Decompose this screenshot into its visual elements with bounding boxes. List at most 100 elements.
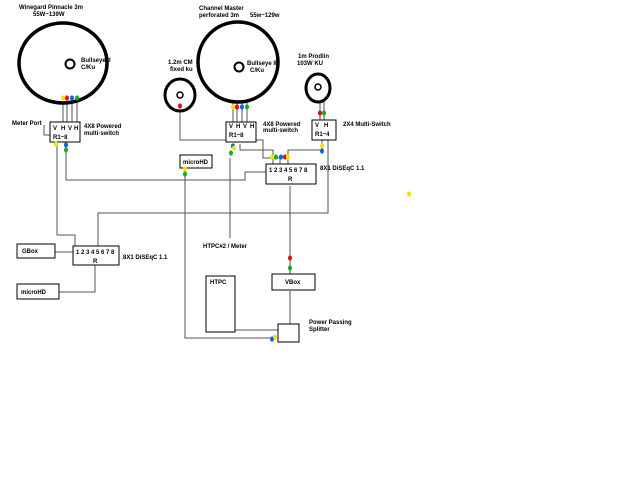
prodlin-spec: 103W KU: [297, 61, 323, 67]
left-multiswitch: [49, 121, 81, 143]
winegard-power: 55W~139W: [33, 12, 65, 18]
connector-dot-blue: [240, 104, 244, 110]
splitter-label-2: Splitter: [309, 327, 330, 333]
wire-microhd-mid: [184, 172, 270, 339]
htpc2-meter-label: HTPC#2 / Meter: [203, 244, 248, 250]
connector-dot-green: [229, 150, 233, 156]
winegard-title: Winegard Pinnacle 3m: [19, 5, 83, 11]
mid-switch-port-4: H: [250, 124, 254, 130]
cable-lines: [43, 73, 329, 339]
gbox: [16, 243, 56, 259]
mid-switch-port-1: V: [229, 124, 233, 130]
wire-htpc-splitter: [235, 324, 281, 331]
wire-rightswitch-lower: [97, 140, 329, 248]
connector-dot-yellow: [286, 154, 290, 160]
right-switch-range: R1~4: [315, 132, 330, 138]
upper-diseqc-out: R: [288, 177, 293, 183]
left-switch-range: R1~8: [53, 135, 68, 141]
connector-dot-blue: [64, 142, 68, 148]
connector-dot-yellow: [273, 334, 277, 340]
connector-dot-red: [235, 104, 239, 110]
channel-master-lnb: [233, 61, 245, 73]
connector-dot-red: [178, 103, 182, 109]
cm-fixed-lnb: [176, 91, 184, 99]
right-multiswitch: [311, 119, 337, 141]
connector-dot-yellow: [54, 141, 58, 147]
meter-port-label: Meter Port: [12, 121, 42, 127]
mid-switch-port-3: V: [243, 124, 247, 130]
right-switch-label: 2X4 Multi-Switch: [343, 122, 391, 128]
connector-dot-yellow: [232, 145, 236, 151]
htpc: [205, 275, 236, 333]
channel-master-title: Channel Master: [199, 6, 244, 12]
wire-midswitch-diseqc: [239, 144, 274, 164]
prodlin-size: 1m Prodlin: [298, 54, 329, 60]
connector-dot-yellow: [407, 191, 411, 197]
wire-leftswitch-lower-diseqc: [56, 144, 76, 248]
splitter-label-1: Power Passing: [309, 320, 352, 326]
connector-dot-red: [283, 154, 287, 160]
connector-dot-red: [318, 110, 322, 116]
channel-master-band: C/Ku: [250, 68, 264, 74]
winegard-lnb: [64, 58, 76, 70]
wire-meter-port: [43, 125, 52, 136]
channel-master-subtitle: perforated 3m: [199, 13, 239, 19]
microhd-left-box: [16, 283, 60, 300]
left-switch-port-3: V: [68, 126, 72, 132]
prodlin-lnb: [314, 83, 322, 91]
left-switch-label-1: 4X8 Powered: [84, 124, 122, 130]
htpc-label: HTPC: [210, 280, 227, 286]
winegard-dish: [17, 21, 109, 105]
wire-leftswitch-upper-diseqc: [65, 150, 271, 181]
upper-diseqc-ports: 1 2 3 4 5 6 7 8: [269, 168, 308, 174]
vbox: [271, 273, 316, 291]
connector-dot-yellow: [320, 143, 324, 149]
mid-switch-label-1: 4X8 Powered: [263, 122, 301, 128]
mid-switch-range: R1~8: [229, 133, 244, 139]
channel-master-power: 55w~129w: [250, 13, 280, 19]
connector-dot-yellow: [61, 95, 65, 101]
connector-dot-red: [288, 255, 292, 261]
lower-diseqc-ports: 1 2 3 4 5 6 7 8: [76, 250, 115, 256]
connector-dot-green: [274, 154, 278, 160]
connector-dot-green: [245, 104, 249, 110]
vbox-label: VBox: [285, 280, 301, 286]
connector-dot-yellow: [183, 166, 187, 172]
upper-diseqc-label: 8X1 DiSEqC 1.1: [320, 166, 365, 172]
microhd-mid-box: [179, 154, 213, 169]
left-switch-port-4: H: [74, 126, 78, 132]
microhd-left-label: microHD: [21, 290, 47, 296]
lower-diseqc-out: R: [93, 259, 98, 265]
lower-diseqc: [72, 245, 120, 266]
upper-diseqc: [265, 163, 317, 185]
right-switch-port-2: H: [324, 123, 328, 129]
cm-fixed-type: fixed ku: [170, 67, 193, 73]
gbox-label: GBox: [22, 249, 39, 255]
connector-dot-green: [64, 147, 68, 153]
connector-dot-green: [322, 110, 326, 116]
connector-dot-red: [65, 95, 69, 101]
wire-microhd-left: [59, 263, 96, 293]
winegard-band: C/Ku: [81, 65, 95, 71]
connector-dot-yellow: [270, 154, 274, 160]
mid-switch-port-2: H: [236, 124, 240, 130]
power-passing-splitter: [277, 323, 300, 343]
connector-dots: [54, 95, 411, 342]
connector-dot-green: [75, 95, 79, 101]
connector-dot-blue: [70, 95, 74, 101]
connector-dot-green: [183, 171, 187, 177]
right-switch-port-1: V: [315, 123, 319, 129]
connector-dot-yellow: [231, 104, 235, 110]
connector-dot-green: [288, 265, 292, 271]
left-switch-port-2: H: [61, 126, 65, 132]
left-switch-label-2: multi-switch: [84, 131, 119, 137]
connector-dot-blue: [320, 148, 324, 154]
channel-master-lnb-label: Bullseye II: [247, 61, 277, 67]
middle-multiswitch: [225, 121, 257, 143]
wire-rightswitch-diseqc: [287, 140, 323, 164]
cm-fixed-size: 1.2m CM: [168, 60, 193, 66]
mid-switch-label-2: multi-switch: [263, 128, 298, 134]
connector-dot-blue: [279, 154, 283, 160]
